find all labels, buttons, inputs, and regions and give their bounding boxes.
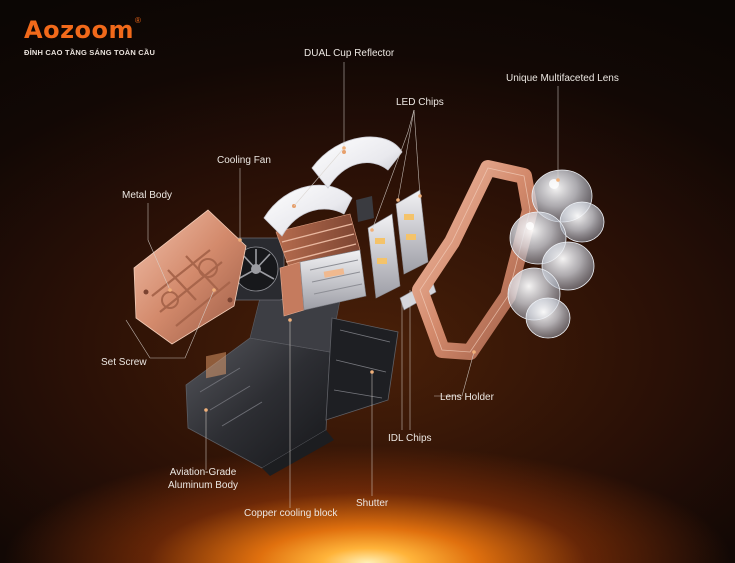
label-aluminum-body-line2: Aluminum Body [168,480,239,491]
copper-cooling-block [275,213,367,317]
label-metal-body: Metal Body [122,190,173,201]
aluminum-body [185,289,341,476]
label-idl-chips: IDL Chips [388,433,432,444]
lens-holder [412,160,538,360]
label-aviation-grade-line1: Aviation-Grade [169,467,237,478]
label-dual-cup-reflector: DUAL Cup Reflector [304,48,395,59]
shutter [325,317,399,421]
label-led-chips: LED Chips [396,97,444,108]
led-chips [356,189,429,299]
multifaceted-lens [507,169,605,339]
brand-tagline: ĐỈNH CAO TẦNG SÁNG TOÀN CẦU [24,48,156,57]
dual-cup-reflector [263,136,403,237]
registered-mark: ® [135,16,141,25]
label-unique-multifaceted-lens: Unique Multifaceted Lens [506,73,619,84]
label-set-screw: Set Screw [101,357,147,368]
label-lens-holder: Lens Holder [440,392,494,403]
label-aviation-grade-aluminum-body: Aviation-Grade Aluminum Body [168,466,238,492]
metal-body [133,209,247,345]
brand-logo: Aozoom [24,16,135,44]
label-cooling-fan: Cooling Fan [217,155,271,166]
leader-dots [168,146,560,412]
leader-lines [125,62,559,508]
label-copper-cooling-block: Copper cooling block [244,508,338,519]
brand-header: Aozoom® ĐỈNH CAO TẦNG SÁNG TOÀN CẦU [24,16,155,57]
label-shutter: Shutter [356,498,389,509]
